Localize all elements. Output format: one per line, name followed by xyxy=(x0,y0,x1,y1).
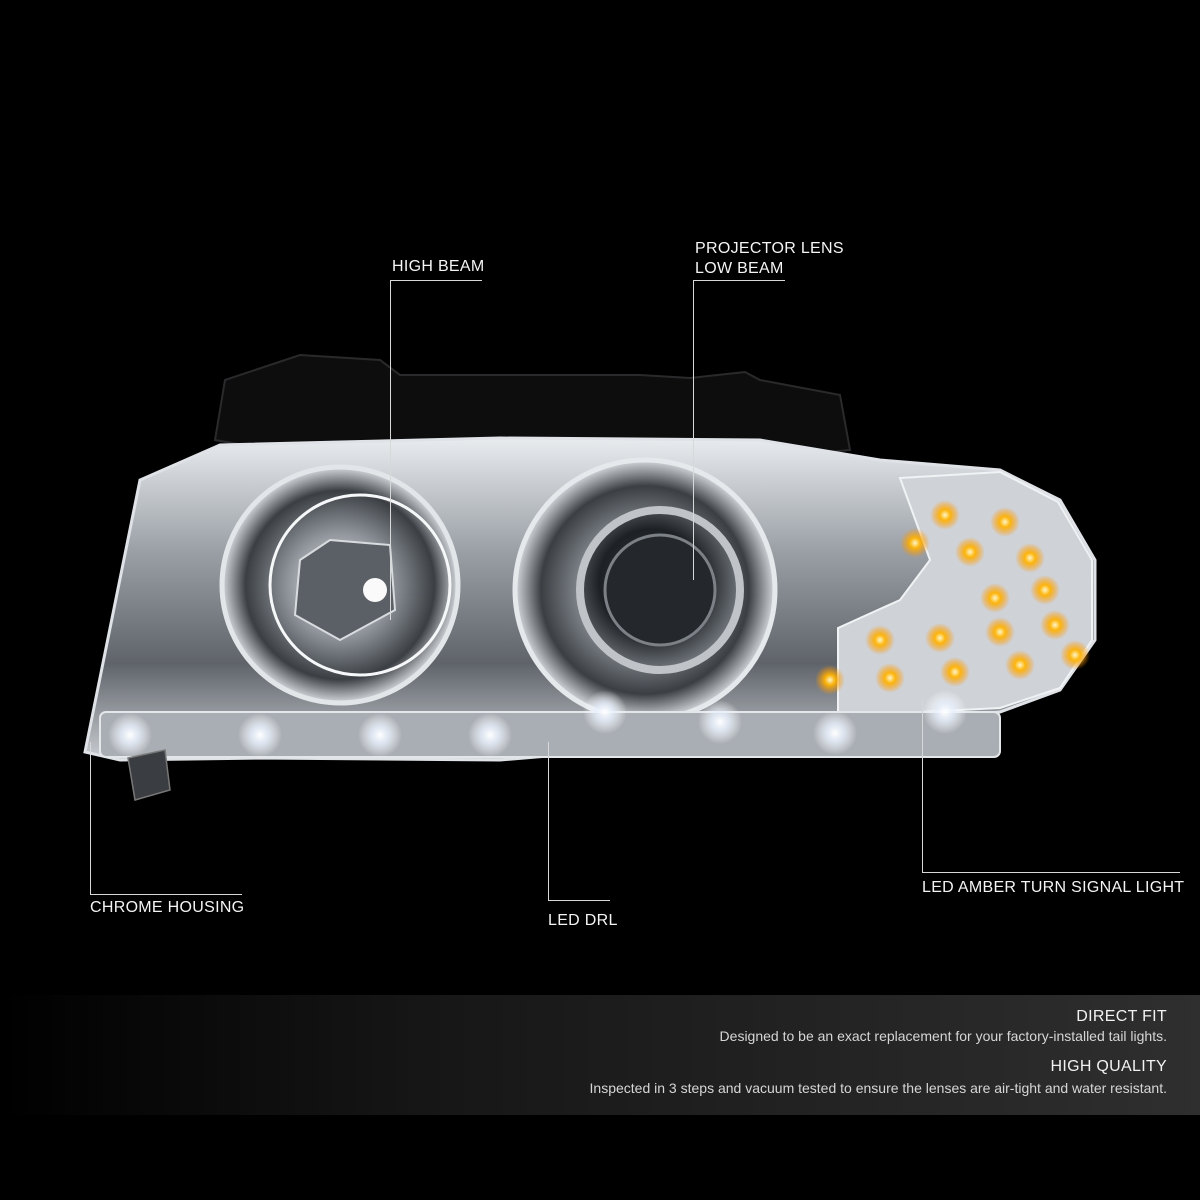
projector-callout-line-h xyxy=(693,280,785,281)
drl-leds xyxy=(108,690,967,757)
high-beam-callout-line-h xyxy=(390,280,482,281)
turn-signal-callout-line-v xyxy=(922,700,923,872)
feature-title-direct-fit: DIRECT FIT xyxy=(1076,1008,1167,1025)
chrome-housing-label: CHROME HOUSING xyxy=(90,899,245,916)
low-beam-label: LOW BEAM xyxy=(695,260,784,277)
projector-lens-label: PROJECTOR LENS xyxy=(695,240,844,257)
led-drl-label: LED DRL xyxy=(548,912,618,929)
high-beam-label: HIGH BEAM xyxy=(392,258,485,275)
chrome-callout-line-h xyxy=(90,894,242,895)
drl-strip xyxy=(99,711,1001,758)
amber-leds xyxy=(815,500,1090,695)
mount-tab xyxy=(127,749,171,801)
feature-desc-high-quality: Inspected in 3 steps and vacuum tested t… xyxy=(589,1080,1167,1096)
high-beam-callout-line-v xyxy=(390,280,391,620)
drl-callout-line-h xyxy=(548,900,610,901)
feature-desc-direct-fit: Designed to be an exact replacement for … xyxy=(719,1028,1167,1044)
chrome-callout-line-v xyxy=(90,742,91,894)
feature-band xyxy=(0,995,1200,1115)
drl-callout-line-v xyxy=(548,742,549,900)
turn-signal-callout-line-h xyxy=(922,872,1180,873)
turn-signal-label: LED AMBER TURN SIGNAL LIGHT xyxy=(922,879,1185,896)
projector-callout-line-v xyxy=(693,280,694,580)
feature-title-high-quality: HIGH QUALITY xyxy=(1050,1058,1167,1075)
